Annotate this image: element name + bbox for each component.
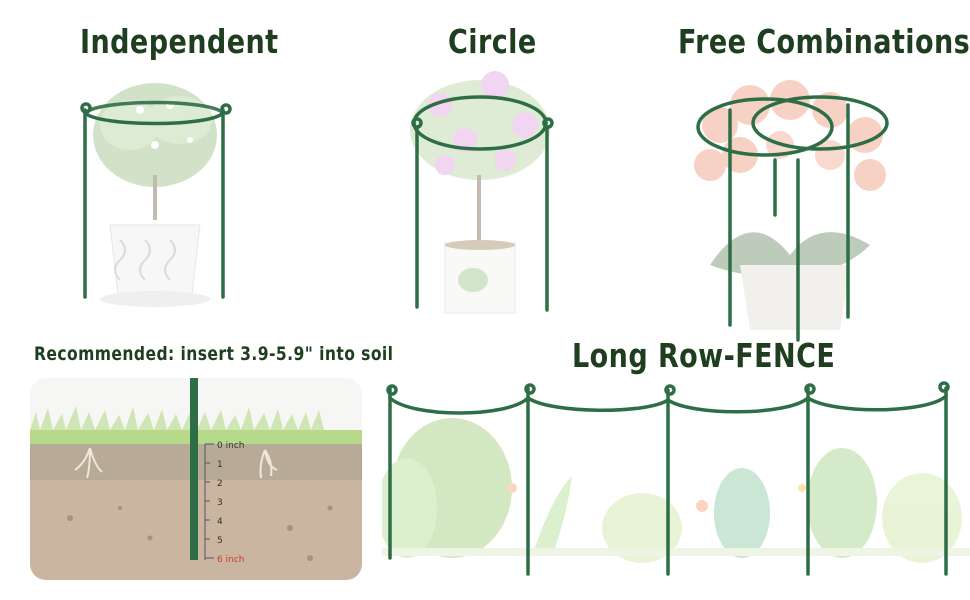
plant-support-stake-icon (80, 83, 232, 307)
fence-plants-icon (382, 381, 970, 576)
long-row-fence-illustration (382, 378, 970, 578)
ruler-mark-4: 4 (217, 517, 223, 527)
ruler-mark-0: 0 inch (217, 441, 244, 451)
ruler-mark-1: 1 (217, 460, 223, 470)
free-combinations-illustration (680, 65, 910, 345)
heading-recommended: Recommended: insert 3.9-5.9" into soil (34, 343, 394, 365)
heading-circle: Circle (448, 22, 537, 61)
heading-long-row-fence: Long Row-FENCE (572, 336, 836, 375)
heading-free-combinations: Free Combinations (678, 22, 970, 61)
ruler-mark-3: 3 (217, 498, 223, 508)
soil-cross-section-icon: 0 inch 1 2 3 4 5 6 inch (30, 378, 362, 580)
orchid-icon (694, 80, 889, 342)
flower-pot-icon (410, 71, 554, 314)
ruler-mark-2: 2 (217, 479, 223, 489)
heading-independent: Independent (80, 22, 279, 61)
ruler-mark-6: 6 inch (217, 555, 244, 565)
circle-illustration (385, 65, 575, 320)
soil-depth-illustration: 0 inch 1 2 3 4 5 6 inch (30, 378, 362, 580)
ruler-mark-5: 5 (217, 536, 223, 546)
independent-illustration (60, 65, 260, 310)
